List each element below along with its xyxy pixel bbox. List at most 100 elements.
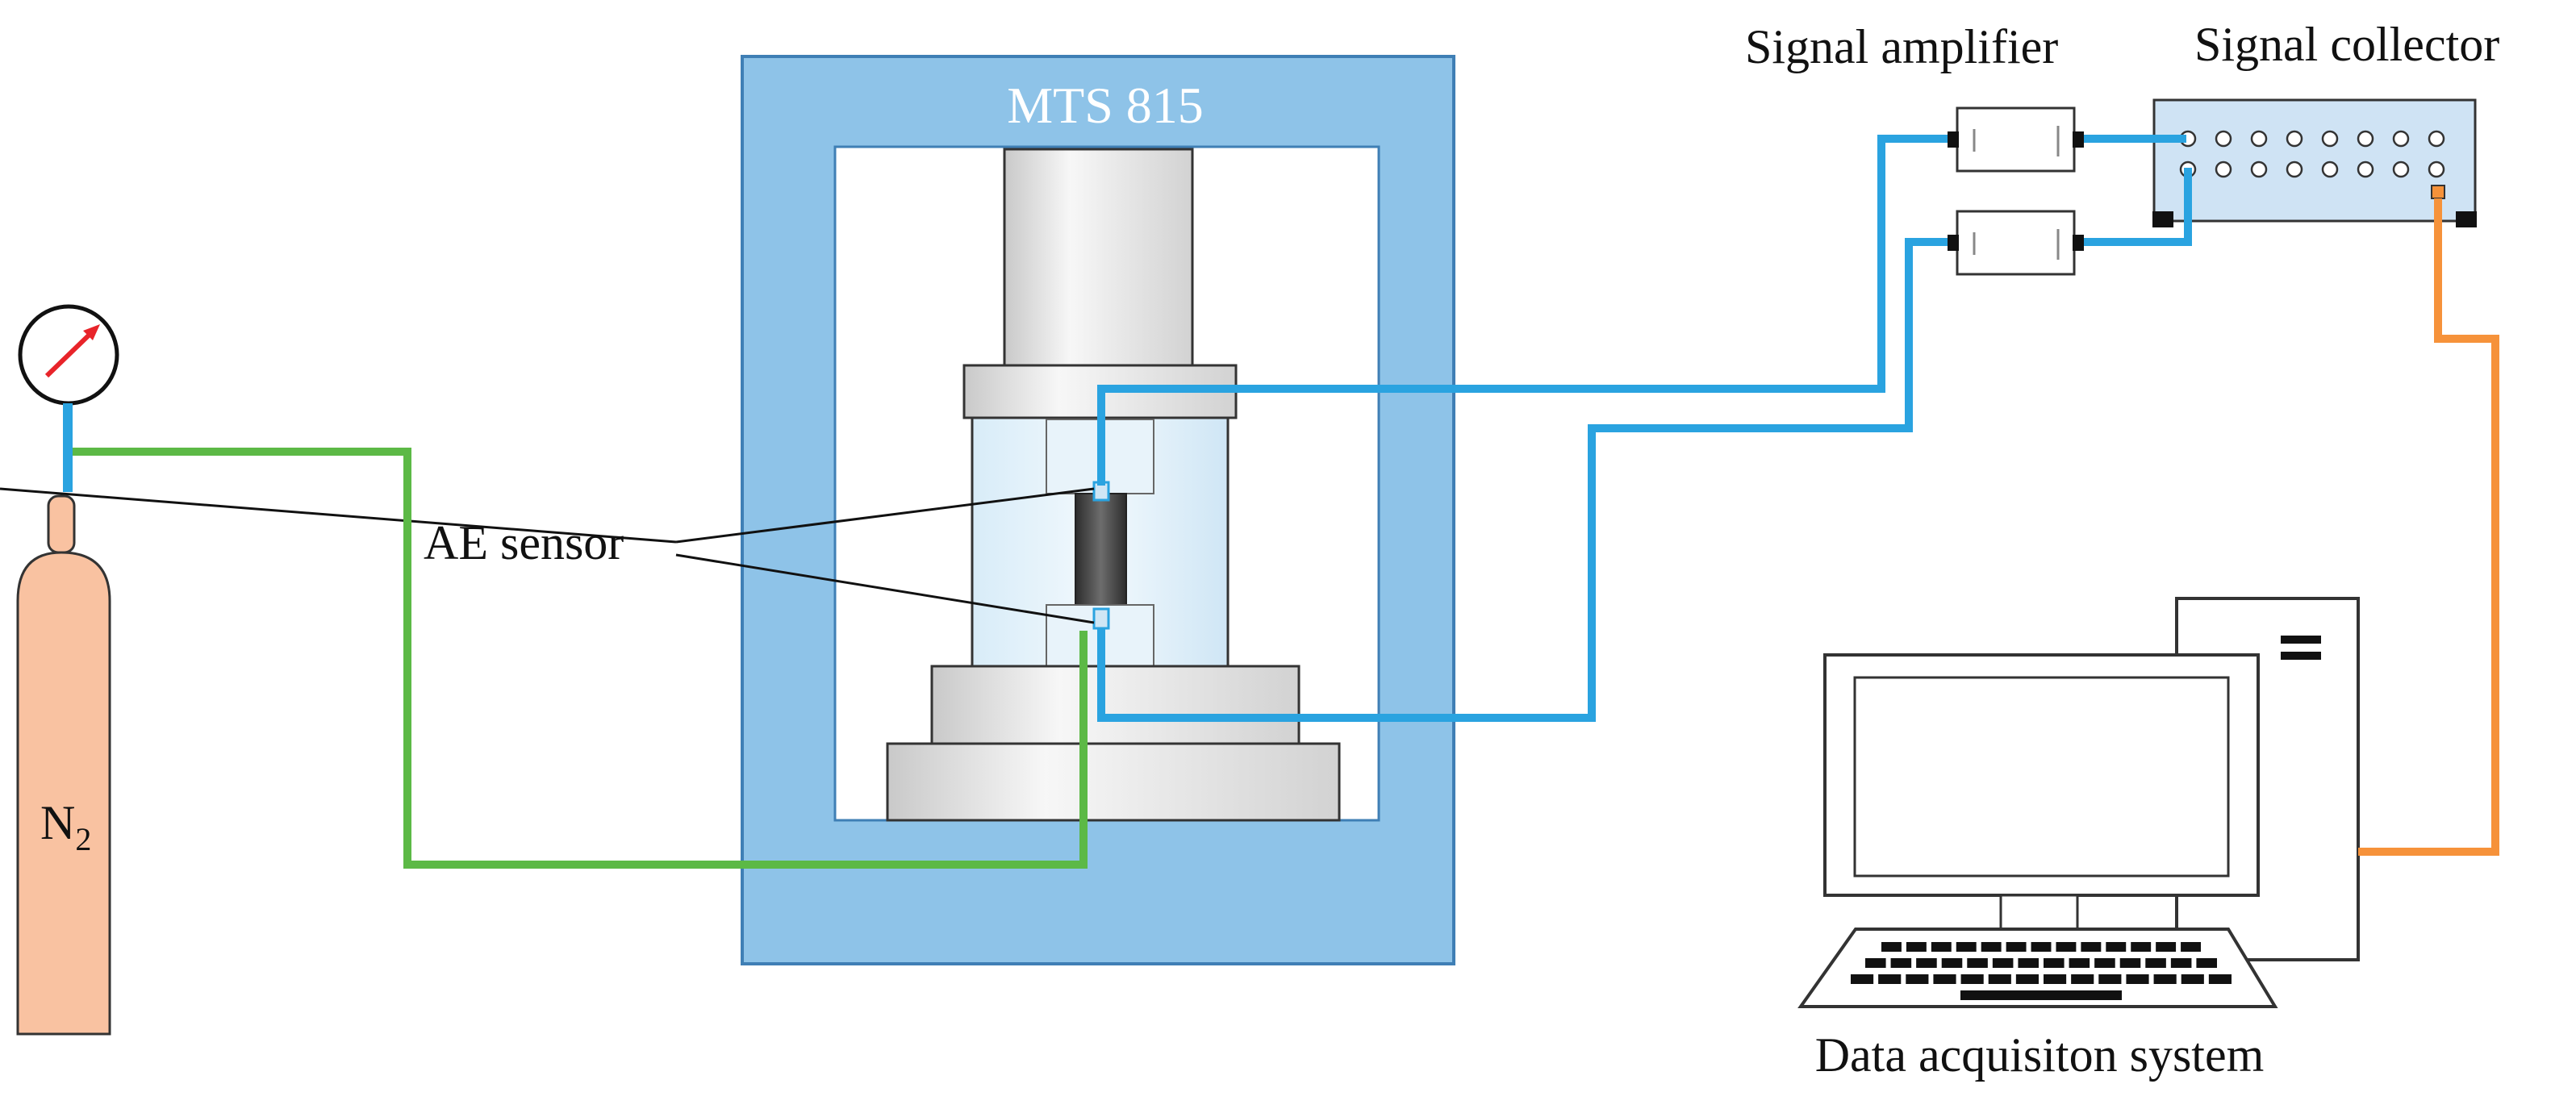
collector-channel-port (2357, 130, 2374, 148)
collector-channel-port (2286, 161, 2303, 178)
gas-line (73, 448, 1088, 869)
gas-label: N2 (40, 796, 91, 857)
gauge-stem (63, 403, 73, 492)
collector-output-port (2431, 185, 2445, 199)
keyboard-key (2044, 974, 2067, 984)
keyboard-key (2181, 942, 2201, 952)
keyboard-key (2015, 974, 2039, 984)
amplifier-lower-to-collector (2084, 168, 2192, 246)
keyboard-key (2018, 958, 2039, 968)
base-upper (930, 665, 1301, 745)
keyboard-key (1960, 974, 1984, 984)
keyboard-key (2181, 974, 2204, 984)
gauge-needle-tip (83, 324, 100, 340)
collector-channel-port (2215, 161, 2232, 178)
signal-cable-lower (1097, 238, 1948, 722)
keyboard-key (2044, 958, 2065, 968)
collector-channel-port (2428, 130, 2445, 148)
ae-sensor-callout: AE sensor (0, 487, 1095, 624)
amplifier-lower-port-in (1948, 235, 1959, 251)
collector-foot-right (2456, 211, 2477, 227)
tower-slot-2 (2281, 652, 2321, 660)
base-lower (886, 742, 1341, 822)
cylinder-valve (47, 494, 76, 554)
signal-amplifier-label: Signal amplifier (1745, 20, 2058, 73)
keyboard-key (1956, 942, 1977, 952)
gas-cylinder-icon (16, 551, 111, 1036)
leader-line-upper-diag (675, 487, 1095, 544)
collector-foot-left (2152, 211, 2173, 227)
keyboard-key (2098, 974, 2122, 984)
keyboard-key (1967, 958, 1988, 968)
keyboard-key (2006, 942, 2027, 952)
keyboard-key (2119, 958, 2141, 968)
keyboard-key (1931, 942, 1952, 952)
keyboard-key (2056, 942, 2077, 952)
keyboard-key (1981, 942, 2002, 952)
keyboard-spacebar (1960, 990, 2122, 1000)
collector-channel-port (2321, 161, 2339, 178)
tower-slot-1 (2281, 636, 2321, 644)
keyboard-key (1865, 958, 1886, 968)
amplifier-upper (1956, 106, 2076, 173)
signal-amplifiers (1948, 106, 2084, 276)
keyboard-key (2106, 942, 2127, 952)
collector-body (2152, 98, 2477, 223)
keyboard-key (2071, 974, 2094, 984)
keyboard-key (2031, 942, 2052, 952)
collector-channel-port (2250, 161, 2268, 178)
collector-channel-port (2392, 130, 2410, 148)
keyboard-key (2069, 958, 2090, 968)
keyboard-keys (1851, 942, 2232, 1000)
rock-specimen (1075, 493, 1127, 606)
keyboard-key (1906, 942, 1927, 952)
collector-channel-port (2321, 130, 2339, 148)
leader-line-upper (0, 487, 677, 544)
collector-channel-port (2392, 161, 2410, 178)
monitor-neck (1999, 894, 2079, 931)
data-acquisition-label: Data acquisiton system (1815, 1028, 2265, 1082)
collector-channel-port (2428, 161, 2445, 178)
signal-collector (2152, 98, 2477, 227)
keyboard-key (2126, 974, 2149, 984)
signal-collector-label: Signal collector (2194, 18, 2499, 71)
keyboard-key (1941, 958, 1963, 968)
keyboard-key (1992, 958, 2014, 968)
keyboard-key (2094, 958, 2115, 968)
data-acquisition-computer (1797, 597, 2360, 1008)
amplifier-lower (1956, 210, 2076, 276)
keyboard-key (2145, 958, 2166, 968)
amplifier-upper-port-in (1948, 131, 1959, 148)
collector-channel-port (2215, 130, 2232, 148)
leader-line-lower (675, 553, 1095, 624)
mts-machine: MTS 815 (741, 55, 1455, 965)
amplifier-upper-port-out (2073, 131, 2084, 148)
keyboard-key (1933, 974, 1956, 984)
keyboard-key (2153, 974, 2177, 984)
keyboard-key (1881, 942, 1902, 952)
collector-channel-port (2286, 130, 2303, 148)
keyboard-key (2081, 942, 2102, 952)
keyboard-key (2208, 974, 2232, 984)
keyboard-key (1878, 974, 1902, 984)
amplifier-lower-port-out (2073, 235, 2084, 251)
keyboard-key (1988, 974, 2011, 984)
keyboard-key (2196, 958, 2217, 968)
keyboard-key (1890, 958, 1912, 968)
signal-cable-upper (1097, 135, 1948, 486)
upper-column (1003, 148, 1194, 369)
keyboard-key (2170, 958, 2192, 968)
keyboard-key (2131, 942, 2152, 952)
keyboard-key (2156, 942, 2177, 952)
machine-label: MTS 815 (1007, 77, 1204, 134)
collector-channel-port (2250, 130, 2268, 148)
lower-ae-sensor (1092, 607, 1110, 630)
collector-channel-port (2357, 161, 2374, 178)
keyboard-key (1851, 974, 1874, 984)
keyboard-key (1916, 958, 1937, 968)
nitrogen-supply: N2 (16, 304, 119, 1036)
data-cable (2358, 198, 2499, 856)
keyboard-key (1906, 974, 1929, 984)
